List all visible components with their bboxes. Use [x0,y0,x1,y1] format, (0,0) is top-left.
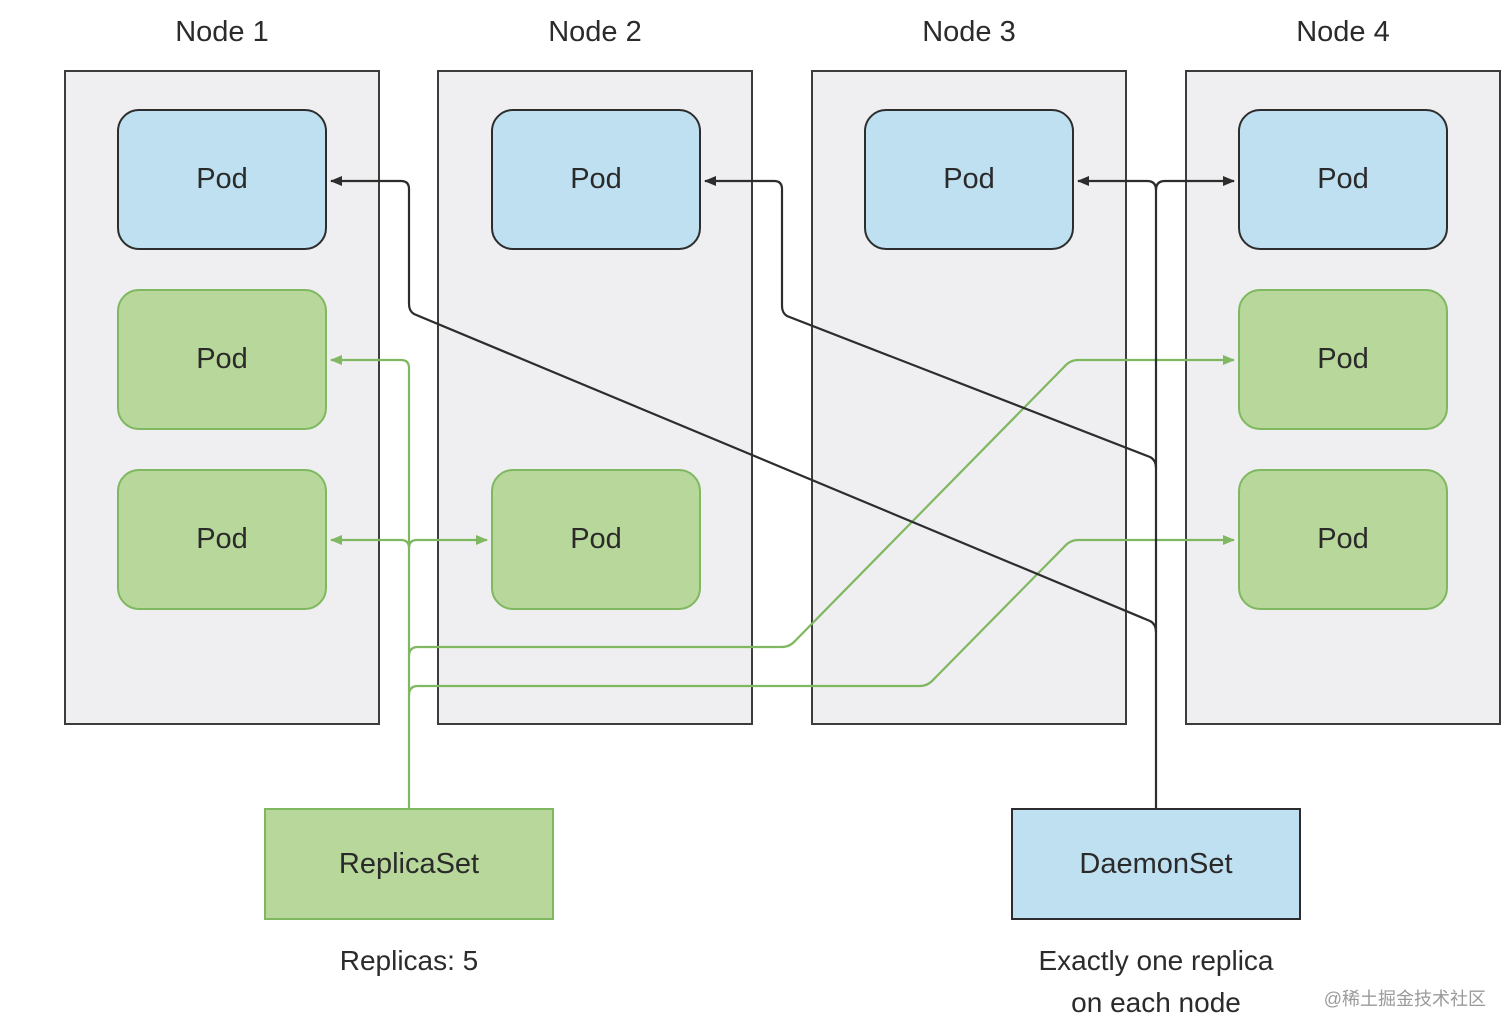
node-4-replica-pod-1: Pod [1238,289,1448,430]
node-1-daemon-pod: Pod [117,109,327,250]
replicaset-to-node1-pod1-line [330,355,411,369]
daemonset-to-node4-pod-line [1154,176,1235,191]
replicaset-to-node4-pod1-line [407,355,1235,657]
replicaset-caption: Replicas: 5 [339,945,479,976]
node-4-daemon-pod: Pod [1238,109,1448,250]
replicaset-to-node2-pod-line [407,535,488,549]
node-4-title: Node 4 [1296,16,1390,48]
node-2-daemon-pod: Pod [491,109,701,250]
daemonset-box: DaemonSet [1011,808,1301,920]
node-2-replica-pod: Pod [491,469,701,610]
node-1-title: Node 1 [175,16,269,48]
daemonset-caption: Exactly one replica on each node [996,940,1316,1024]
daemonset-to-node1-pod-line [330,176,1158,633]
daemonset-caption-line-1: Exactly one replica [1038,945,1274,976]
node-4-replica-pod-2: Pod [1238,469,1448,610]
node-1-replica-pod-1: Pod [117,289,327,430]
replicaset-box: ReplicaSet [264,808,554,920]
watermark: @稀土掘金技术社区 [1323,989,1486,1009]
daemonset-caption-line-2: on each node [1071,987,1241,1018]
node-1-replica-pod-2: Pod [117,469,327,610]
replicaset-to-node4-pod2-line [407,535,1235,696]
daemonset-to-node2-pod-line [704,176,1158,469]
node-3-title: Node 3 [922,16,1016,48]
daemonset-to-node3-pod-line [1077,176,1158,191]
node-3-daemon-pod: Pod [864,109,1074,250]
node-2-title: Node 2 [548,16,642,48]
replicaset-to-node1-pod2-line [330,535,411,549]
